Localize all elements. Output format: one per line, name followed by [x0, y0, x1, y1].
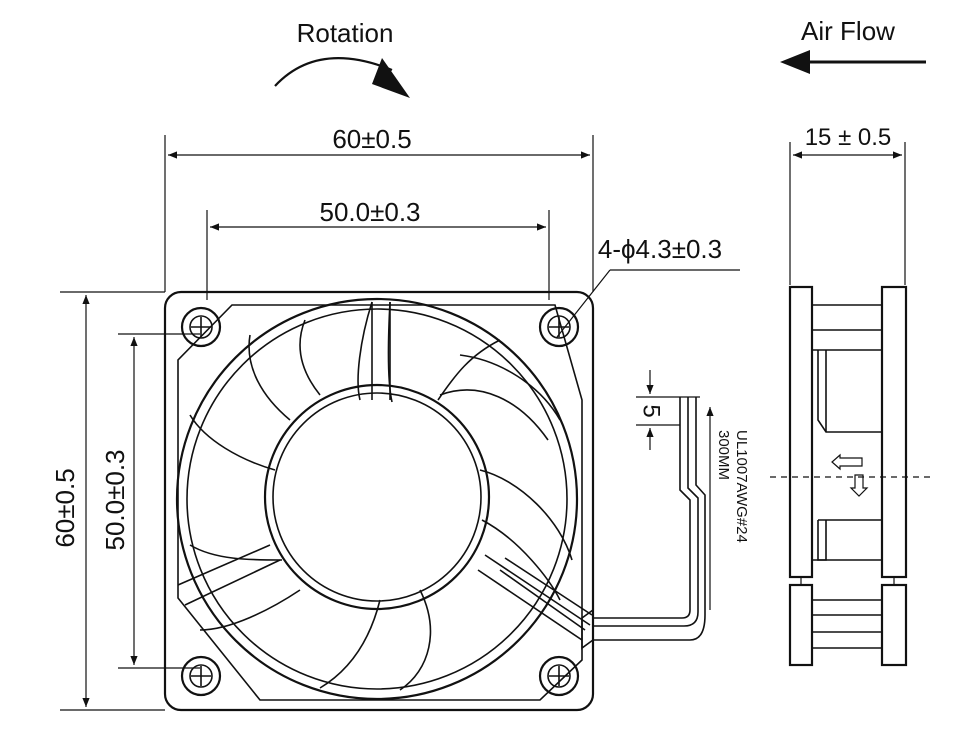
dim-height-outer-label: 60±0.5 [50, 468, 80, 547]
dim-width-outer-label: 60±0.5 [332, 124, 411, 154]
dimension-mount-holes: 4-ϕ4.3±0.3 [556, 234, 740, 338]
rotation-arrow-icon [274, 57, 410, 98]
mounting-hole-bottom-right [538, 655, 580, 697]
fan-hub [263, 383, 491, 611]
fan-blades [189, 301, 573, 691]
dimension-depth: 15 ± 0.5 [789, 124, 906, 285]
fan-front-view [163, 290, 595, 712]
dim-height-holes-label: 50.0±0.3 [100, 449, 130, 550]
fan-side-view [770, 285, 930, 667]
dim-depth-label: 15 ± 0.5 [805, 124, 892, 151]
dim-width-holes-label: 50.0±0.3 [319, 197, 420, 227]
dimension-height-outer: 60±0.5 [50, 291, 165, 711]
wire-spec-label: UL1007AWG#24 [733, 430, 750, 543]
mounting-hole-top-left [180, 306, 222, 348]
dim-wire-offset-label: 5 [638, 404, 665, 417]
fan-struts [177, 302, 591, 641]
dimension-width-outer: 60±0.5 [164, 124, 594, 292]
mounting-hole-top-right [538, 306, 580, 348]
air-flow-arrow-icon [780, 50, 926, 74]
dimension-width-holes: 50.0±0.3 [206, 197, 550, 300]
mounting-hole-bottom-left [180, 655, 222, 697]
dim-mount-holes-label: 4-ϕ4.3±0.3 [598, 234, 722, 264]
fan-frame [163, 290, 595, 712]
fan-lead-wires [499, 397, 706, 650]
dimension-wire-offset: 5 [636, 370, 700, 450]
dimension-height-holes: 50.0±0.3 [100, 333, 200, 669]
air-flow-label: Air Flow [801, 16, 895, 46]
side-view-flow-arrows-icon [831, 453, 869, 497]
wire-length-label: 300MM [715, 430, 732, 480]
fan-housing-ring [175, 297, 579, 701]
rotation-label: Rotation [297, 18, 394, 48]
